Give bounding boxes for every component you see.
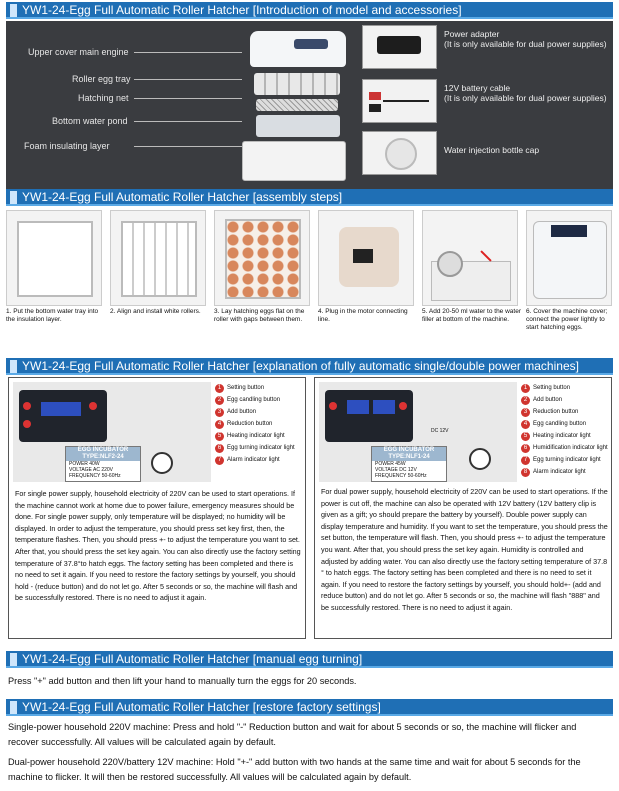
step-2: 2. Align and install white rollers.: [110, 210, 210, 316]
step-6-caption: 6. Cover the machine cover; connect the …: [526, 308, 608, 331]
assembly-steps: 1. Put the bottom water tray into the in…: [6, 207, 613, 347]
dc-port-label: DC 12V: [431, 428, 449, 434]
step-1-photo: [6, 210, 102, 306]
part-label-hatching-net: Hatching net: [78, 93, 129, 103]
section-banner-power: YW1-24-Egg Full Automatic Roller Hatcher…: [6, 358, 613, 375]
single-control-image: EGG INCUBATOR TYPE:NLF2-24 POWER 40W VOL…: [13, 382, 211, 482]
manual-turning-text: Press "+" add button and then lift your …: [8, 676, 357, 686]
dual-power-text: For dual power supply, household electri…: [321, 487, 608, 612]
step-6: 6. Cover the machine cover; connect the …: [526, 210, 612, 332]
step-6-photo: [526, 210, 612, 306]
step-4: 4. Plug in the motor connecting line.: [318, 210, 418, 324]
battery-cable-caption: 12V battery cable (It is only available …: [444, 83, 607, 103]
step-1-caption: 1. Put the bottom water tray into the in…: [6, 308, 99, 323]
step-3: 3. Lay hatching eggs flat on the roller …: [214, 210, 314, 324]
power-adapter-caption: Power adapter (It is only available for …: [444, 29, 607, 49]
bottle-cap-caption: Water injection bottle cap: [444, 145, 540, 155]
bottle-cap-image: [362, 131, 437, 175]
step-5-caption: 5. Add 20-50 ml water to the water fille…: [422, 308, 521, 323]
step-5-photo: [422, 210, 518, 306]
hatcher-exploded-view: [242, 31, 352, 181]
section-banner-restore: YW1-24-Egg Full Automatic Roller Hatcher…: [6, 699, 613, 716]
single-power-knob: [151, 452, 173, 474]
section-banner-steps: YW1-24-Egg Full Automatic Roller Hatcher…: [6, 189, 613, 206]
single-spec-label: EGG INCUBATOR TYPE:NLF2-24 POWER 40W VOL…: [65, 446, 141, 482]
part-label-water-pond: Bottom water pond: [52, 116, 128, 126]
single-power-panel: EGG INCUBATOR TYPE:NLF2-24 POWER 40W VOL…: [8, 377, 306, 639]
step-4-photo: [318, 210, 414, 306]
restore-single-text: Single-power household 220V machine: Pre…: [8, 722, 577, 747]
part-label-upper-cover: Upper cover main engine: [28, 47, 129, 57]
step-4-caption: 4. Plug in the motor connecting line.: [318, 308, 408, 323]
step-2-caption: 2. Align and install white rollers.: [110, 308, 201, 315]
dual-power-knob: [469, 448, 491, 470]
battery-cable-image: [362, 79, 437, 123]
step-5: 5. Add 20-50 ml water to the water fille…: [422, 210, 522, 324]
power-adapter-image: [362, 25, 437, 69]
section-banner-intro: YW1-24-Egg Full Automatic Roller Hatcher…: [6, 2, 613, 19]
step-1: 1. Put the bottom water tray into the in…: [6, 210, 106, 324]
step-3-caption: 3. Lay hatching eggs flat on the roller …: [214, 308, 305, 323]
dual-control-image: DC 12V EGG INCUBATOR TYPE:NLF1-24 POWER …: [319, 382, 517, 482]
intro-panel: Upper cover main engine Roller egg tray …: [6, 21, 613, 189]
part-label-roller-tray: Roller egg tray: [72, 74, 131, 84]
restore-dual-text: Dual-power household 220V/battery 12V ma…: [8, 757, 581, 782]
dual-spec-label: EGG INCUBATOR TYPE:NLF1-24 POWER 45W VOL…: [371, 446, 447, 482]
section-banner-manual: YW1-24-Egg Full Automatic Roller Hatcher…: [6, 651, 613, 668]
step-2-photo: [110, 210, 206, 306]
step-3-photo: [214, 210, 310, 306]
part-label-foam-layer: Foam insulating layer: [24, 141, 110, 151]
dual-power-panel: DC 12V EGG INCUBATOR TYPE:NLF1-24 POWER …: [314, 377, 612, 639]
single-power-text: For single power supply, household elect…: [15, 489, 301, 603]
